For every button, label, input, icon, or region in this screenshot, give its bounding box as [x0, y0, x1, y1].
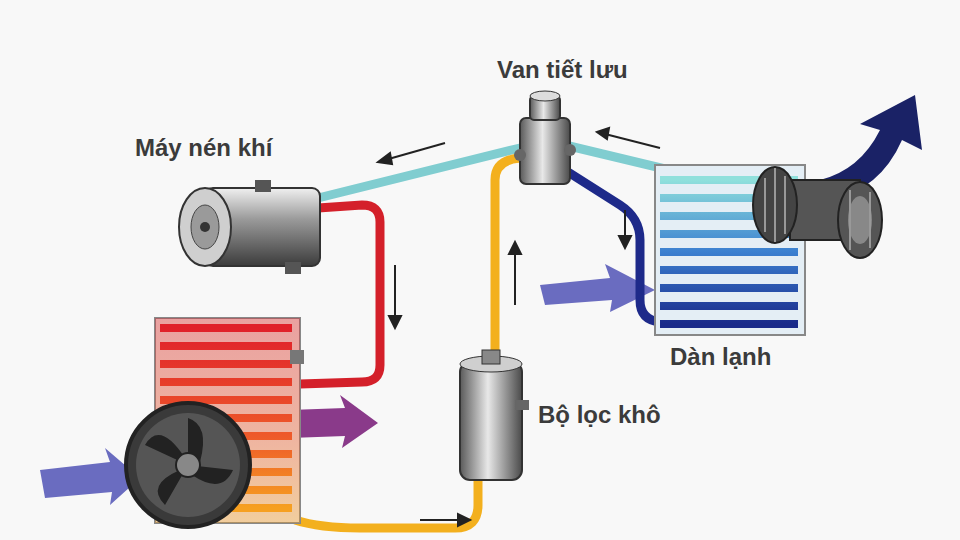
low-pressure-pipe: [310, 148, 520, 200]
evaporator: [655, 165, 805, 335]
part-label: Dàn lạnh: [670, 342, 771, 372]
flow-arrows: [378, 128, 660, 526]
part-label: Máy nén khí: [135, 133, 272, 163]
blower: [753, 167, 882, 258]
liquid-pipe: [495, 158, 520, 368]
part-label: Bộ lọc khô: [538, 400, 661, 430]
air-arrow: [290, 395, 378, 448]
condenser-fan: [126, 403, 250, 527]
liquid-pipe: [295, 470, 478, 528]
part-label: Van tiết lưu: [497, 55, 628, 85]
expansion-valve: [514, 91, 576, 184]
receiver-drier: [460, 350, 529, 480]
compressor: [179, 180, 320, 274]
